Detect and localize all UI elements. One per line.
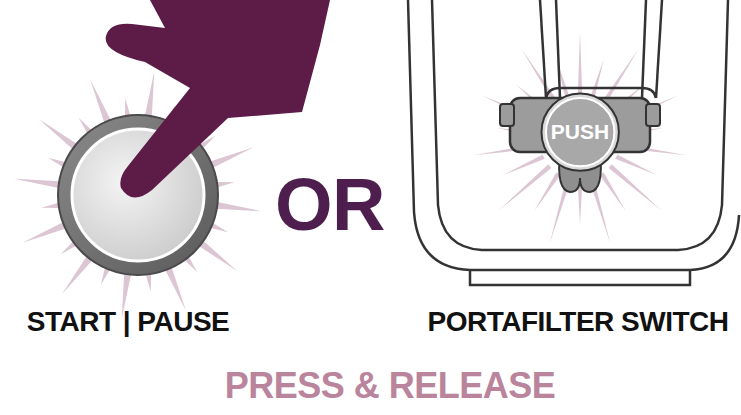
push-button: PUSH xyxy=(540,92,620,172)
switch-label: PORTAFILTER SWITCH xyxy=(427,307,728,338)
glow-ray xyxy=(578,32,583,100)
push-ring xyxy=(541,93,618,170)
holder-tab xyxy=(646,104,660,126)
push-face xyxy=(546,98,614,166)
button-text: PUSH xyxy=(551,120,609,143)
button-label: START | PAUSE xyxy=(27,307,230,338)
glow-ray xyxy=(609,164,662,210)
holder-tab xyxy=(500,104,514,126)
glow-ray xyxy=(615,154,656,175)
glow-ray xyxy=(503,154,544,175)
glow-rays xyxy=(14,32,687,319)
caption: PRESS & RELEASE xyxy=(225,366,556,406)
glow-ray xyxy=(498,164,551,210)
glow-ray xyxy=(600,172,626,211)
grinder-housing xyxy=(408,0,739,285)
or-word: OR xyxy=(275,164,385,245)
